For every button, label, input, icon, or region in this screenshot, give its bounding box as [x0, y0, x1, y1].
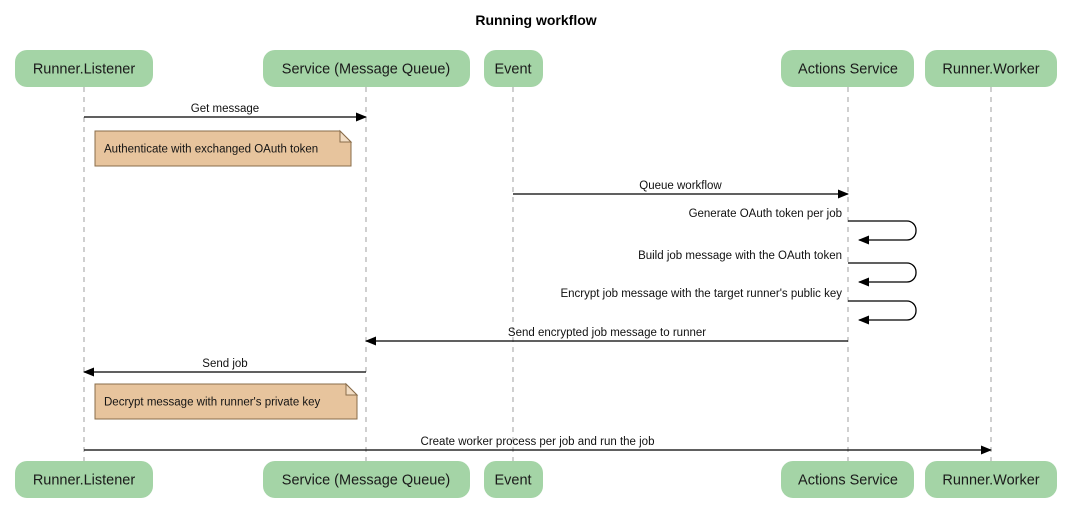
- note-fold-icon: [339, 129, 353, 143]
- participant-box-actions-service: [781, 461, 914, 498]
- participant-box-runner-worker: [925, 461, 1057, 498]
- participant-label-service-message-queue: Service (Message Queue): [282, 472, 450, 488]
- message-generate-oauth-token-per-job[interactable]: Generate OAuth token per job: [689, 208, 917, 245]
- message-label-encrypt-job-message: Encrypt job message with the target runn…: [560, 288, 842, 300]
- participant-box-runner-worker: [925, 50, 1057, 87]
- notes-group: Authenticate with exchanged OAuth tokenD…: [94, 129, 359, 420]
- participant-box-event: [484, 50, 543, 87]
- participant-runner-listener-top[interactable]: Runner.Listener: [15, 50, 153, 87]
- message-label-generate-oauth-token-per-job: Generate OAuth token per job: [689, 208, 842, 220]
- message-label-get-message: Get message: [191, 103, 259, 115]
- message-line-encrypt-job-message: [848, 300, 917, 325]
- note-decrypt-note: Decrypt message with runner's private ke…: [94, 382, 359, 420]
- message-line-build-job-message: [848, 262, 917, 287]
- participant-box-service-message-queue: [263, 50, 470, 87]
- participant-box-runner-listener: [15, 50, 153, 87]
- message-get-message[interactable]: Get message: [84, 103, 367, 122]
- participant-label-actions-service: Actions Service: [798, 61, 898, 77]
- message-label-send-encrypted-job-message: Send encrypted job message to runner: [508, 327, 706, 339]
- message-create-worker-process[interactable]: Create worker process per job and run th…: [84, 436, 992, 455]
- participant-runner-worker-bottom[interactable]: Runner.Worker: [925, 461, 1057, 498]
- participants-top-group: Runner.Listener Service (Message Queue) Ev…: [15, 50, 1057, 87]
- participant-box-event: [484, 461, 543, 498]
- participant-box-service-message-queue: [263, 461, 470, 498]
- lifelines-group: [83, 87, 992, 461]
- note-fold-icon: [345, 382, 359, 396]
- diagram-title: Running workflow: [475, 12, 596, 28]
- participant-label-runner-listener: Runner.Listener: [33, 61, 136, 77]
- message-label-build-job-message: Build job message with the OAuth token: [638, 250, 842, 262]
- participants-bottom-group: Runner.Listener Service (Message Queue) Ev…: [15, 461, 1057, 498]
- participant-label-runner-worker: Runner.Worker: [942, 61, 1039, 77]
- participant-service-message-queue-bottom[interactable]: Service (Message Queue): [263, 461, 470, 498]
- note-authenticate-note: Authenticate with exchanged OAuth token: [94, 129, 353, 167]
- participant-label-runner-listener: Runner.Listener: [33, 472, 136, 488]
- note-label-authenticate-note: Authenticate with exchanged OAuth token: [104, 144, 318, 156]
- message-send-encrypted-job-message[interactable]: Send encrypted job message to runner: [365, 327, 848, 346]
- participant-label-runner-worker: Runner.Worker: [942, 472, 1039, 488]
- participant-box-runner-listener: [15, 461, 153, 498]
- note-label-decrypt-note: Decrypt message with runner's private ke…: [104, 397, 321, 409]
- message-line-generate-oauth-token-per-job: [848, 220, 917, 245]
- message-queue-workflow[interactable]: Queue workflow: [513, 180, 849, 199]
- participant-event-bottom[interactable]: Event: [484, 461, 543, 498]
- participant-runner-listener-bottom[interactable]: Runner.Listener: [15, 461, 153, 498]
- participant-service-message-queue-top[interactable]: Service (Message Queue): [263, 50, 470, 87]
- message-label-send-job: Send job: [202, 358, 247, 370]
- message-send-job[interactable]: Send job: [83, 358, 366, 377]
- message-encrypt-job-message[interactable]: Encrypt job message with the target runn…: [560, 288, 917, 325]
- note-body-decrypt-note: [94, 383, 358, 420]
- participant-actions-service-bottom[interactable]: Actions Service: [781, 461, 914, 498]
- participant-actions-service-top[interactable]: Actions Service: [781, 50, 914, 87]
- participant-label-service-message-queue: Service (Message Queue): [282, 61, 450, 77]
- participant-runner-worker-top[interactable]: Runner.Worker: [925, 50, 1057, 87]
- message-label-create-worker-process: Create worker process per job and run th…: [421, 436, 655, 448]
- participant-label-event: Event: [494, 472, 531, 488]
- participant-event-top[interactable]: Event: [484, 50, 543, 87]
- participant-label-actions-service: Actions Service: [798, 472, 898, 488]
- message-build-job-message[interactable]: Build job message with the OAuth token: [638, 250, 917, 287]
- participant-label-event: Event: [494, 61, 531, 77]
- note-body-authenticate-note: [94, 130, 352, 167]
- participant-box-actions-service: [781, 50, 914, 87]
- message-label-queue-workflow: Queue workflow: [639, 180, 722, 192]
